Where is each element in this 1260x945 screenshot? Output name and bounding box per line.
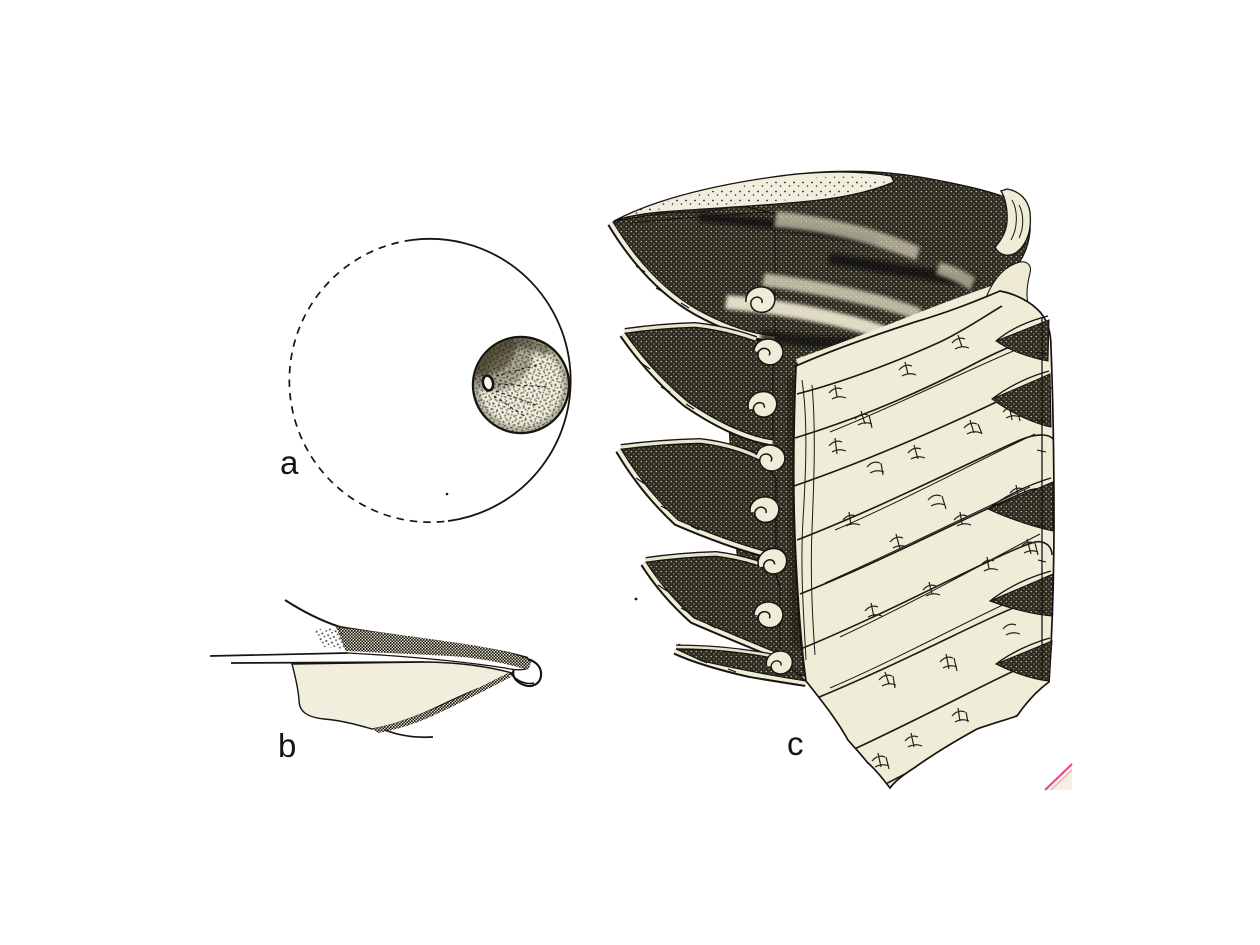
svg-text:b: b [278, 727, 296, 764]
svg-text:a: a [280, 444, 299, 481]
svg-text:c: c [787, 725, 804, 762]
